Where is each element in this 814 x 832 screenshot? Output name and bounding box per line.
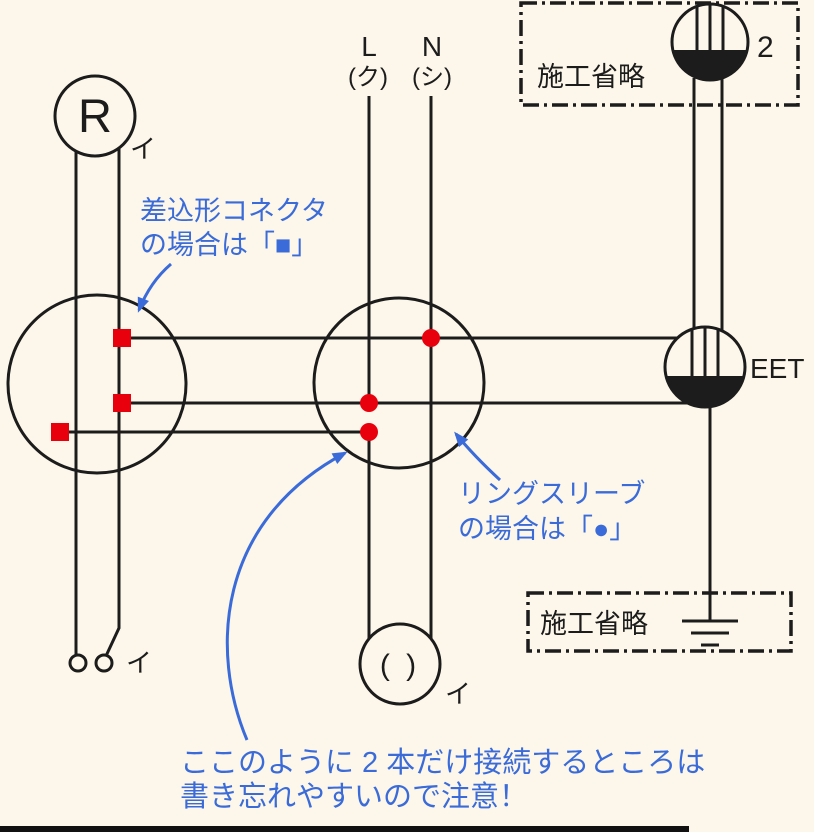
supply-l-label: L: [361, 31, 377, 62]
wires: [52, 78, 724, 657]
rosette-symbol-text: ( ): [380, 649, 420, 682]
outlet-double: 2: [670, 2, 774, 82]
ground-symbol: [682, 619, 738, 647]
annotation-warning-note: ここのように 2 本だけ接続するところは 書き忘れやすいので注意！: [180, 451, 705, 813]
annotation-sleeve-note: リングスリーブ の場合は「●」: [454, 431, 645, 544]
wire-lamp-to-switch-right: [104, 148, 121, 657]
supply-n-color-label: (シ): [412, 64, 452, 91]
lamp-label: R: [78, 89, 112, 142]
lamp-circuit-label: イ: [130, 134, 156, 164]
supply-l-color-label: (ク): [348, 64, 388, 91]
connector-note-line1: 差込形コネクタ: [140, 196, 328, 226]
outlet-double-count: 2: [757, 31, 774, 64]
outlet-eet-label: EET: [750, 353, 804, 384]
connection-marks: [51, 329, 440, 441]
footer-bar: [0, 826, 689, 832]
omission-label-bottom: 施工省略: [540, 609, 648, 639]
sleeve-note-line1: リングスリーブ: [458, 479, 645, 509]
annotation-connector-note: 差込形コネクタ の場合は「■」: [137, 196, 328, 313]
connector-note-arrow: [137, 262, 172, 313]
supply-n-label: N: [422, 31, 442, 62]
omission-box-top: [519, 1, 800, 107]
push-in-connector-mark-1: [113, 329, 131, 347]
warning-note-line1: ここのように 2 本だけ接続するところは: [180, 746, 705, 779]
outlet-eet: EET: [663, 325, 804, 409]
switch-terminal-left: [68, 653, 88, 673]
warning-note-arrow: [225, 451, 348, 741]
push-in-connector-mark-3: [51, 423, 69, 441]
connector-note-line2: の場合は「■」: [140, 230, 318, 260]
rosette-circle: [358, 622, 442, 706]
omission-box-bottom: [526, 591, 793, 653]
warning-note-line2: 書き忘れやすいので注意！: [180, 780, 528, 813]
junction-box-left: [6, 293, 188, 475]
junction-box-right: [312, 296, 486, 470]
ring-sleeve-mark-3: [360, 423, 378, 441]
ring-sleeve-mark-2: [360, 394, 378, 412]
ring-sleeve-mark-1: [422, 329, 440, 347]
sleeve-note-arrow: [454, 431, 502, 482]
lamp-receptacle: R イ: [53, 74, 156, 164]
switch: イ: [68, 648, 152, 678]
sleeve-note-line2: の場合は「●」: [458, 514, 636, 544]
switch-circuit-label: イ: [126, 648, 152, 678]
push-in-connector-mark-2: [113, 394, 131, 412]
switch-terminal-right: [94, 653, 114, 673]
outlet-eet-circle: [663, 325, 747, 409]
ceiling-rosette: ( ) イ: [358, 622, 471, 709]
supply-labels: L (ク) N (シ): [348, 31, 452, 91]
rosette-circuit-label: イ: [445, 679, 471, 709]
outlet-double-circle: [670, 2, 750, 82]
lamp-circle: [53, 74, 137, 158]
omission-label-top: 施工省略: [537, 62, 645, 92]
